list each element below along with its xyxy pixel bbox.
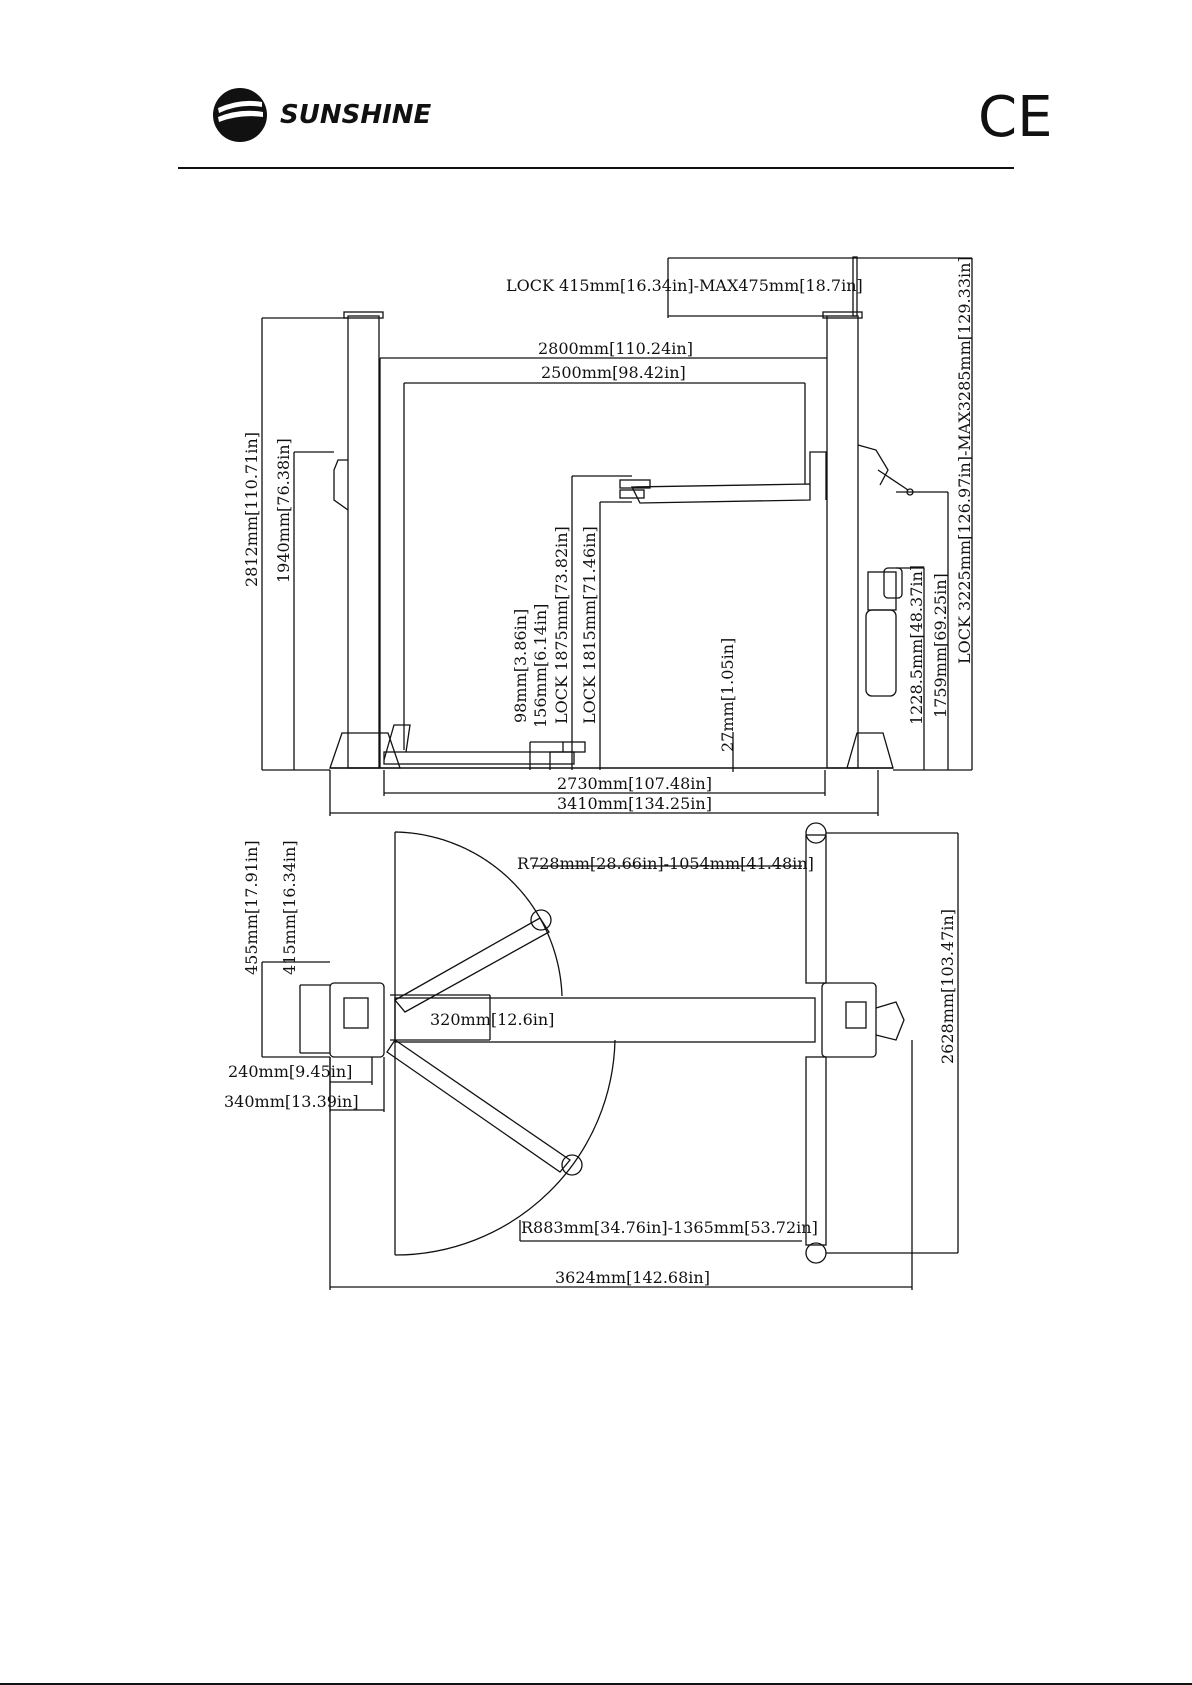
footer-divider (0, 1683, 1192, 1685)
lock-3225-label: LOCK 3225mm[126.97in]-MAX3285mm[129.33in… (955, 256, 974, 664)
motor-1759-label: 1759mm[69.25in] (931, 573, 950, 718)
width-3410-label: 3410mm[134.25in] (557, 794, 712, 813)
width-2800-label: 2800mm[110.24in] (538, 339, 693, 358)
depth-2628-label: 2628mm[103.47in] (938, 909, 957, 1064)
width-2730-label: 2730mm[107.48in] (557, 774, 712, 793)
height-1940-label: 1940mm[76.38in] (274, 438, 293, 583)
lock-max-travel-label: LOCK 415mm[16.34in]-MAX475mm[18.7in] (506, 276, 863, 295)
width-240-label: 240mm[9.45in] (228, 1062, 352, 1081)
radius-long-arm-label: R883mm[34.76in]-1365mm[53.72in] (521, 1218, 818, 1237)
radius-short-arm-label: R728mm[28.66in]-1054mm[41.48in] (517, 854, 814, 873)
min-height-156-label: 156mm[6.14in] (531, 604, 550, 728)
lock-1875-label: LOCK 1875mm[73.82in] (552, 526, 571, 724)
height-2812-label: 2812mm[110.71in] (242, 432, 261, 587)
min-height-98-label: 98mm[3.86in] (511, 609, 530, 723)
width-415-label: 415mm[16.34in] (280, 840, 299, 975)
width-2500-label: 2500mm[98.42in] (541, 363, 686, 382)
lock-1815-label: LOCK 1815mm[71.46in] (580, 526, 599, 724)
sunshine-logo-icon (213, 88, 267, 142)
length-3624-label: 3624mm[142.68in] (555, 1268, 710, 1287)
width-455-label: 455mm[17.91in] (242, 840, 261, 975)
header-divider (178, 167, 1014, 169)
base-27-label: 27mm[1.05in] (718, 638, 737, 752)
width-340-label: 340mm[13.39in] (224, 1092, 359, 1111)
ce-mark: CE (978, 85, 1052, 150)
motor-1228-label: 1228.5mm[48.37in] (907, 565, 926, 725)
arm-320-label: 320mm[12.6in] (430, 1010, 554, 1029)
brand-name: SUNSHINE (280, 100, 432, 130)
